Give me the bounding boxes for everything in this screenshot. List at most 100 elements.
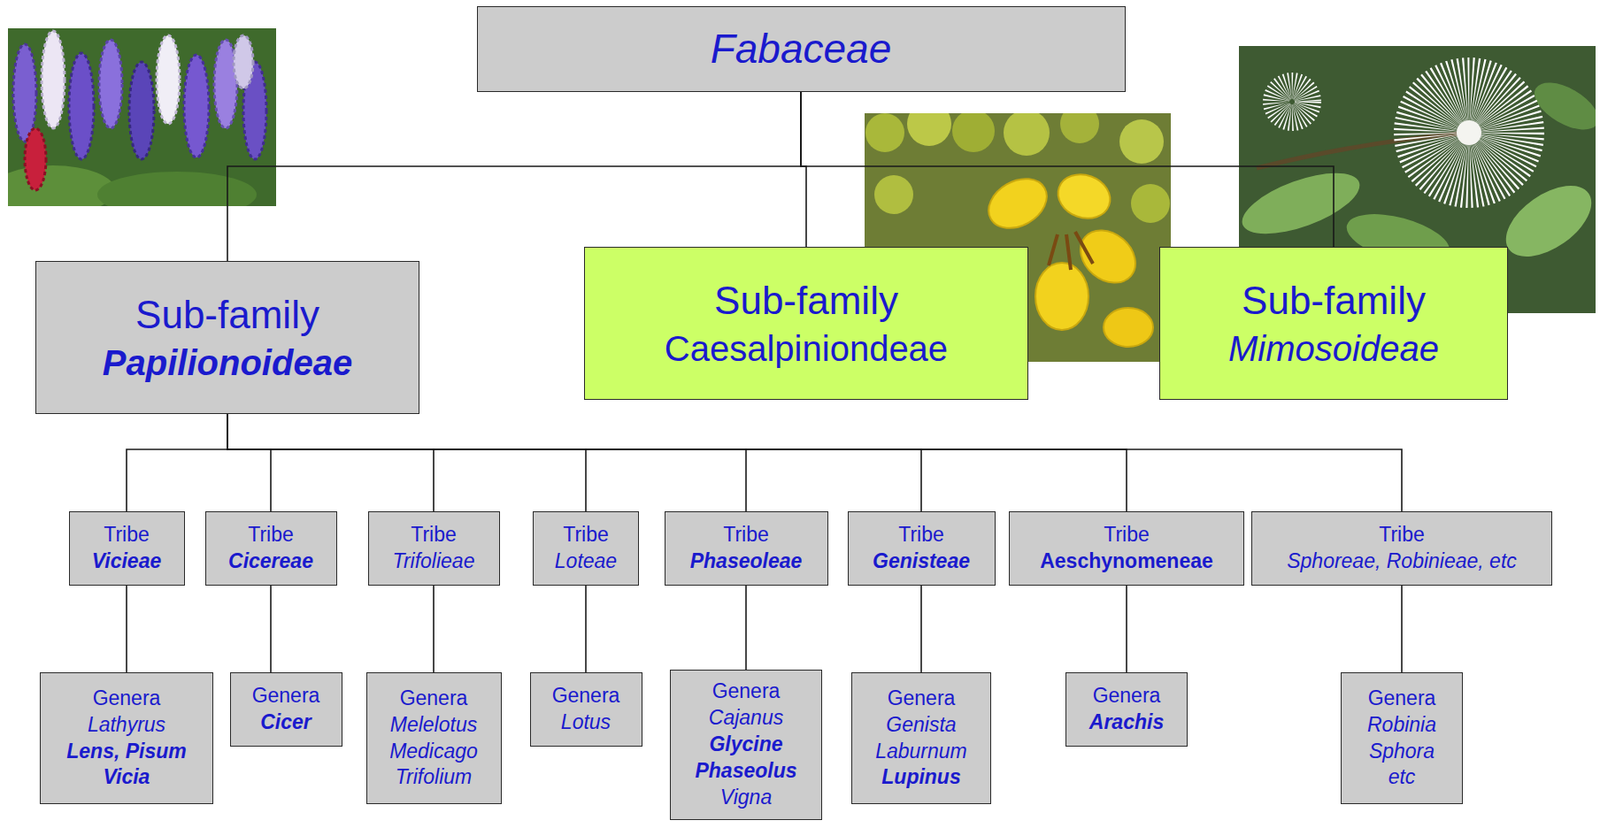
connector [227, 414, 1127, 512]
node-text: Mimosoideae [1228, 325, 1439, 372]
node-text: Loteae [554, 548, 617, 576]
connector [227, 92, 801, 262]
node-text: Lathyrus [87, 712, 166, 739]
node-text: Genera [92, 685, 162, 713]
tribe-box: TribeSphoreae, Robinieae, etc [1251, 511, 1553, 586]
leaf [7, 165, 116, 207]
node-text: Tribe [1378, 522, 1425, 549]
node-text: Lupinus [881, 764, 961, 792]
flower-spike [129, 61, 154, 160]
connector [584, 585, 587, 673]
node-text: Tribe [410, 522, 457, 549]
node-text: Tribe [247, 522, 294, 549]
node-text: Melelotus Medicago Trifolium [389, 712, 478, 793]
connector [1400, 585, 1403, 673]
stamens [1048, 231, 1093, 270]
genera-box: GeneraCicer [230, 672, 343, 747]
genera-box: GeneraGenista LaburnumLupinus [851, 672, 992, 805]
tribe-box: TribeVicieae [69, 511, 185, 586]
tribe-box: TribeAeschynomeneae [1008, 511, 1245, 586]
node-text: Genera [1368, 685, 1437, 713]
connector [800, 92, 807, 247]
node-text: Cicereae [228, 548, 314, 576]
node-text: Cicer [260, 709, 312, 737]
node-text: Genera [1092, 683, 1162, 710]
node-text: Sphoreae, Robinieae, etc [1286, 548, 1517, 576]
node-text: Tribe [562, 522, 609, 549]
connector [227, 414, 434, 512]
node-text: Robinia Sphora etc [1367, 712, 1437, 793]
tribe-box: TribeGenisteae [847, 511, 996, 586]
genera-box: GeneraRobinia Sphora etc [1340, 672, 1463, 805]
flower-bud [1119, 119, 1164, 164]
connector [227, 414, 271, 512]
node-text: Aeschynomeneae [1039, 548, 1214, 576]
node-text: Tribe [898, 522, 945, 549]
flower-bud [952, 113, 995, 153]
flower-spike [13, 44, 37, 142]
node-text: Vicieae [92, 548, 162, 576]
node-text: Fabaceae [710, 23, 893, 77]
node-text: Genera [552, 683, 621, 710]
flower-spike [24, 128, 47, 191]
subfamily-box: Sub-familyMimosoideae [1159, 246, 1508, 400]
node-text: Genera [252, 683, 321, 710]
connector [227, 414, 747, 512]
node-text: Lotus [561, 709, 611, 737]
connector [227, 414, 1402, 512]
leaf [97, 171, 257, 207]
lupin-photo [7, 28, 277, 207]
flower-spike [99, 39, 123, 129]
genera-box: GeneraLathyrusLens, Pisum Vicia [39, 672, 214, 805]
flower-spike [156, 35, 180, 124]
node-text: Arachis [1089, 709, 1164, 737]
node-text: Cajanus [708, 705, 784, 732]
flower-spike [69, 53, 94, 160]
connector [1125, 585, 1128, 673]
flower-bud [874, 175, 914, 215]
node-text: Genera [712, 678, 781, 706]
genera-box: GeneraMelelotus Medicago Trifolium [366, 672, 502, 805]
flower-bud [907, 113, 952, 147]
node-text: Sub-family [1241, 275, 1426, 326]
subfamily-box: Sub-familyCaesalpiniondeae [584, 246, 1029, 400]
connector [432, 585, 435, 673]
connector [269, 585, 272, 673]
connector [126, 414, 228, 512]
genera-box: GeneraCajanusGlycine PhaseolusVigna [669, 669, 823, 821]
tribe-box: TribePhaseoleae [664, 511, 829, 586]
flower-spike [41, 30, 65, 129]
tribe-box: TribeLoteae [532, 511, 639, 586]
node-text: Lens, Pisum Vicia [62, 738, 192, 793]
connector [227, 414, 922, 512]
node-text: Tribe [723, 522, 770, 549]
genera-box: GeneraLotus [530, 672, 643, 747]
petal [1035, 262, 1089, 331]
petal [979, 169, 1056, 239]
flower-bud [1003, 113, 1050, 156]
petal [1103, 307, 1154, 347]
flower-puff [1429, 92, 1509, 173]
node-text: Phaseoleae [690, 548, 803, 576]
flower-bud [865, 113, 905, 153]
flower-bud [1130, 184, 1170, 224]
connector [745, 585, 747, 670]
node-text: Vigna [720, 784, 772, 812]
connector [227, 414, 586, 512]
petal [1052, 167, 1117, 226]
flower-puff [1276, 85, 1308, 118]
node-text: Sub-family [135, 289, 320, 340]
node-text: Tribe [103, 522, 150, 549]
node-text: Genista Laburnum [875, 712, 968, 766]
leaflet [1238, 161, 1368, 247]
family-box: Fabaceae [476, 6, 1126, 93]
flower-spike [233, 35, 254, 89]
tribe-box: TribeTrifolieae [368, 511, 500, 586]
node-text: Tribe [1103, 522, 1150, 549]
node-text: Genera [887, 685, 956, 713]
genera-box: GeneraArachis [1065, 672, 1188, 747]
connector [920, 585, 923, 673]
node-text: Glycine Phaseolus [694, 731, 797, 785]
connector [125, 585, 128, 673]
